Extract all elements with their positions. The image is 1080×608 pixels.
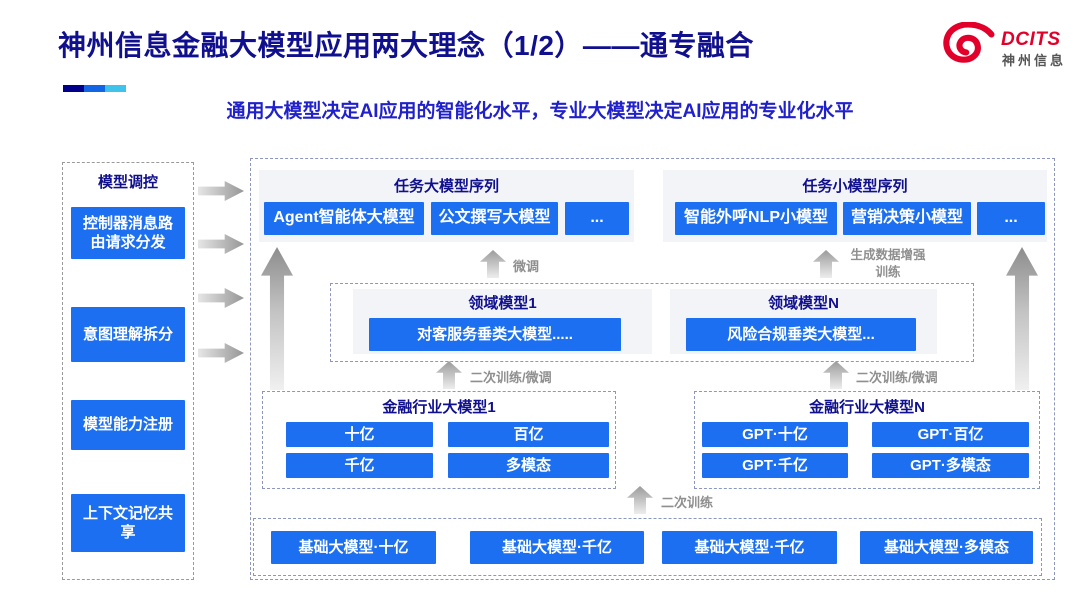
company-logo: DCITS 神州信息 — [941, 20, 1071, 70]
accent-bar-cyan — [105, 85, 126, 92]
sidebar-item-context: 上下文记忆共享 — [71, 494, 185, 552]
box-base-model-thousand-billion-1: 基础大模型·千亿 — [470, 531, 644, 564]
domain-models-frame: 领域模型1 对客服务垂类大模型..... 领域模型N 风险合规垂类大模型... — [330, 283, 974, 362]
label-retrain-finetune-right: 二次训练/微调 — [856, 370, 938, 385]
page-title: 神州信息金融大模型应用两大理念（1/2）——通专融合 — [58, 30, 754, 61]
sidebar-item-capability: 模型能力注册 — [71, 400, 185, 450]
box-task-small-more: ... — [977, 202, 1045, 235]
box-base-model-thousand-billion-2: 基础大模型·千亿 — [662, 531, 837, 564]
box-thousand-billion: 千亿 — [286, 453, 433, 478]
flow-arrow-right-icon — [198, 181, 244, 201]
box-customer-service-vertical-model: 对客服务垂类大模型..... — [369, 318, 621, 351]
box-multimodal: 多模态 — [448, 453, 609, 478]
flow-arrow-right-icon — [198, 234, 244, 254]
logo-brand-text: DCITS — [1001, 29, 1061, 50]
box-marketing-small-model: 营销决策小模型 — [843, 202, 971, 235]
box-base-model-multimodal: 基础大模型·多模态 — [860, 531, 1033, 564]
label-finetune: 微调 — [513, 259, 540, 274]
label-retrain: 二次训练 — [661, 495, 714, 510]
box-ten-billion: 十亿 — [286, 422, 433, 447]
domain-model-1-group: 领域模型1 对客服务垂类大模型..... — [353, 289, 652, 354]
flow-arrow-right-icon — [198, 343, 244, 363]
industry-model-1-frame: 金融行业大模型1 十亿 百亿 千亿 多模态 — [262, 391, 616, 489]
box-outbound-nlp-small-model: 智能外呼NLP小模型 — [675, 202, 837, 235]
title-accent-bar — [63, 85, 126, 92]
industry-model-n-title: 金融行业大模型N — [809, 399, 925, 416]
task-small-model-group: 任务小模型序列 智能外呼NLP小模型 营销决策小模型 ... — [663, 170, 1047, 242]
sidebar-model-control: 模型调控 控制器消息路由请求分发 意图理解拆分 模型能力注册 上下文记忆共享 — [62, 162, 194, 580]
box-risk-compliance-vertical-model: 风险合规垂类大模型... — [686, 318, 916, 351]
sidebar-item-router: 控制器消息路由请求分发 — [71, 207, 185, 259]
logo-swirl-icon — [943, 22, 995, 63]
label-retrain-finetune-left: 二次训练/微调 — [470, 370, 552, 385]
slide-subtitle: 通用大模型决定AI应用的智能化水平，专业大模型决定AI应用的专业化水平 — [226, 101, 854, 122]
logo-brand-cn-text: 神州信息 — [1002, 53, 1067, 68]
domain-model-n-group: 领域模型N 风险合规垂类大模型... — [670, 289, 937, 354]
sidebar-header: 模型调控 — [97, 174, 158, 191]
box-doc-writing-large-model: 公文撰写大模型 — [431, 202, 558, 235]
label-gen-data-training: 生成数据增强训练 — [850, 248, 926, 279]
box-task-large-more: ... — [565, 202, 629, 235]
task-large-model-group: 任务大模型序列 Agent智能体大模型 公文撰写大模型 ... — [259, 170, 634, 242]
task-large-group-title: 任务大模型序列 — [393, 178, 499, 195]
domain-model-n-title: 领域模型N — [768, 295, 839, 312]
flow-arrow-right-icon — [198, 288, 244, 308]
box-agent-large-model: Agent智能体大模型 — [264, 202, 424, 235]
domain-model-1-title: 领域模型1 — [468, 295, 537, 312]
industry-model-1-title: 金融行业大模型1 — [382, 399, 496, 416]
box-gpt-thousand-billion: GPT·千亿 — [702, 453, 848, 478]
box-gpt-hundred-billion: GPT·百亿 — [872, 422, 1029, 447]
task-small-group-title: 任务小模型序列 — [802, 178, 908, 195]
industry-model-n-frame: 金融行业大模型N GPT·十亿 GPT·百亿 GPT·千亿 GPT·多模态 — [694, 391, 1040, 489]
accent-bar-navy — [63, 85, 84, 92]
base-models-frame: 基础大模型·十亿 基础大模型·千亿 基础大模型·千亿 基础大模型·多模态 — [253, 518, 1042, 576]
sidebar-item-intent: 意图理解拆分 — [71, 307, 185, 362]
accent-bar-blue — [84, 85, 105, 92]
box-gpt-ten-billion: GPT·十亿 — [702, 422, 848, 447]
box-hundred-billion: 百亿 — [448, 422, 609, 447]
box-base-model-ten-billion: 基础大模型·十亿 — [271, 531, 436, 564]
box-gpt-multimodal: GPT·多模态 — [872, 453, 1029, 478]
